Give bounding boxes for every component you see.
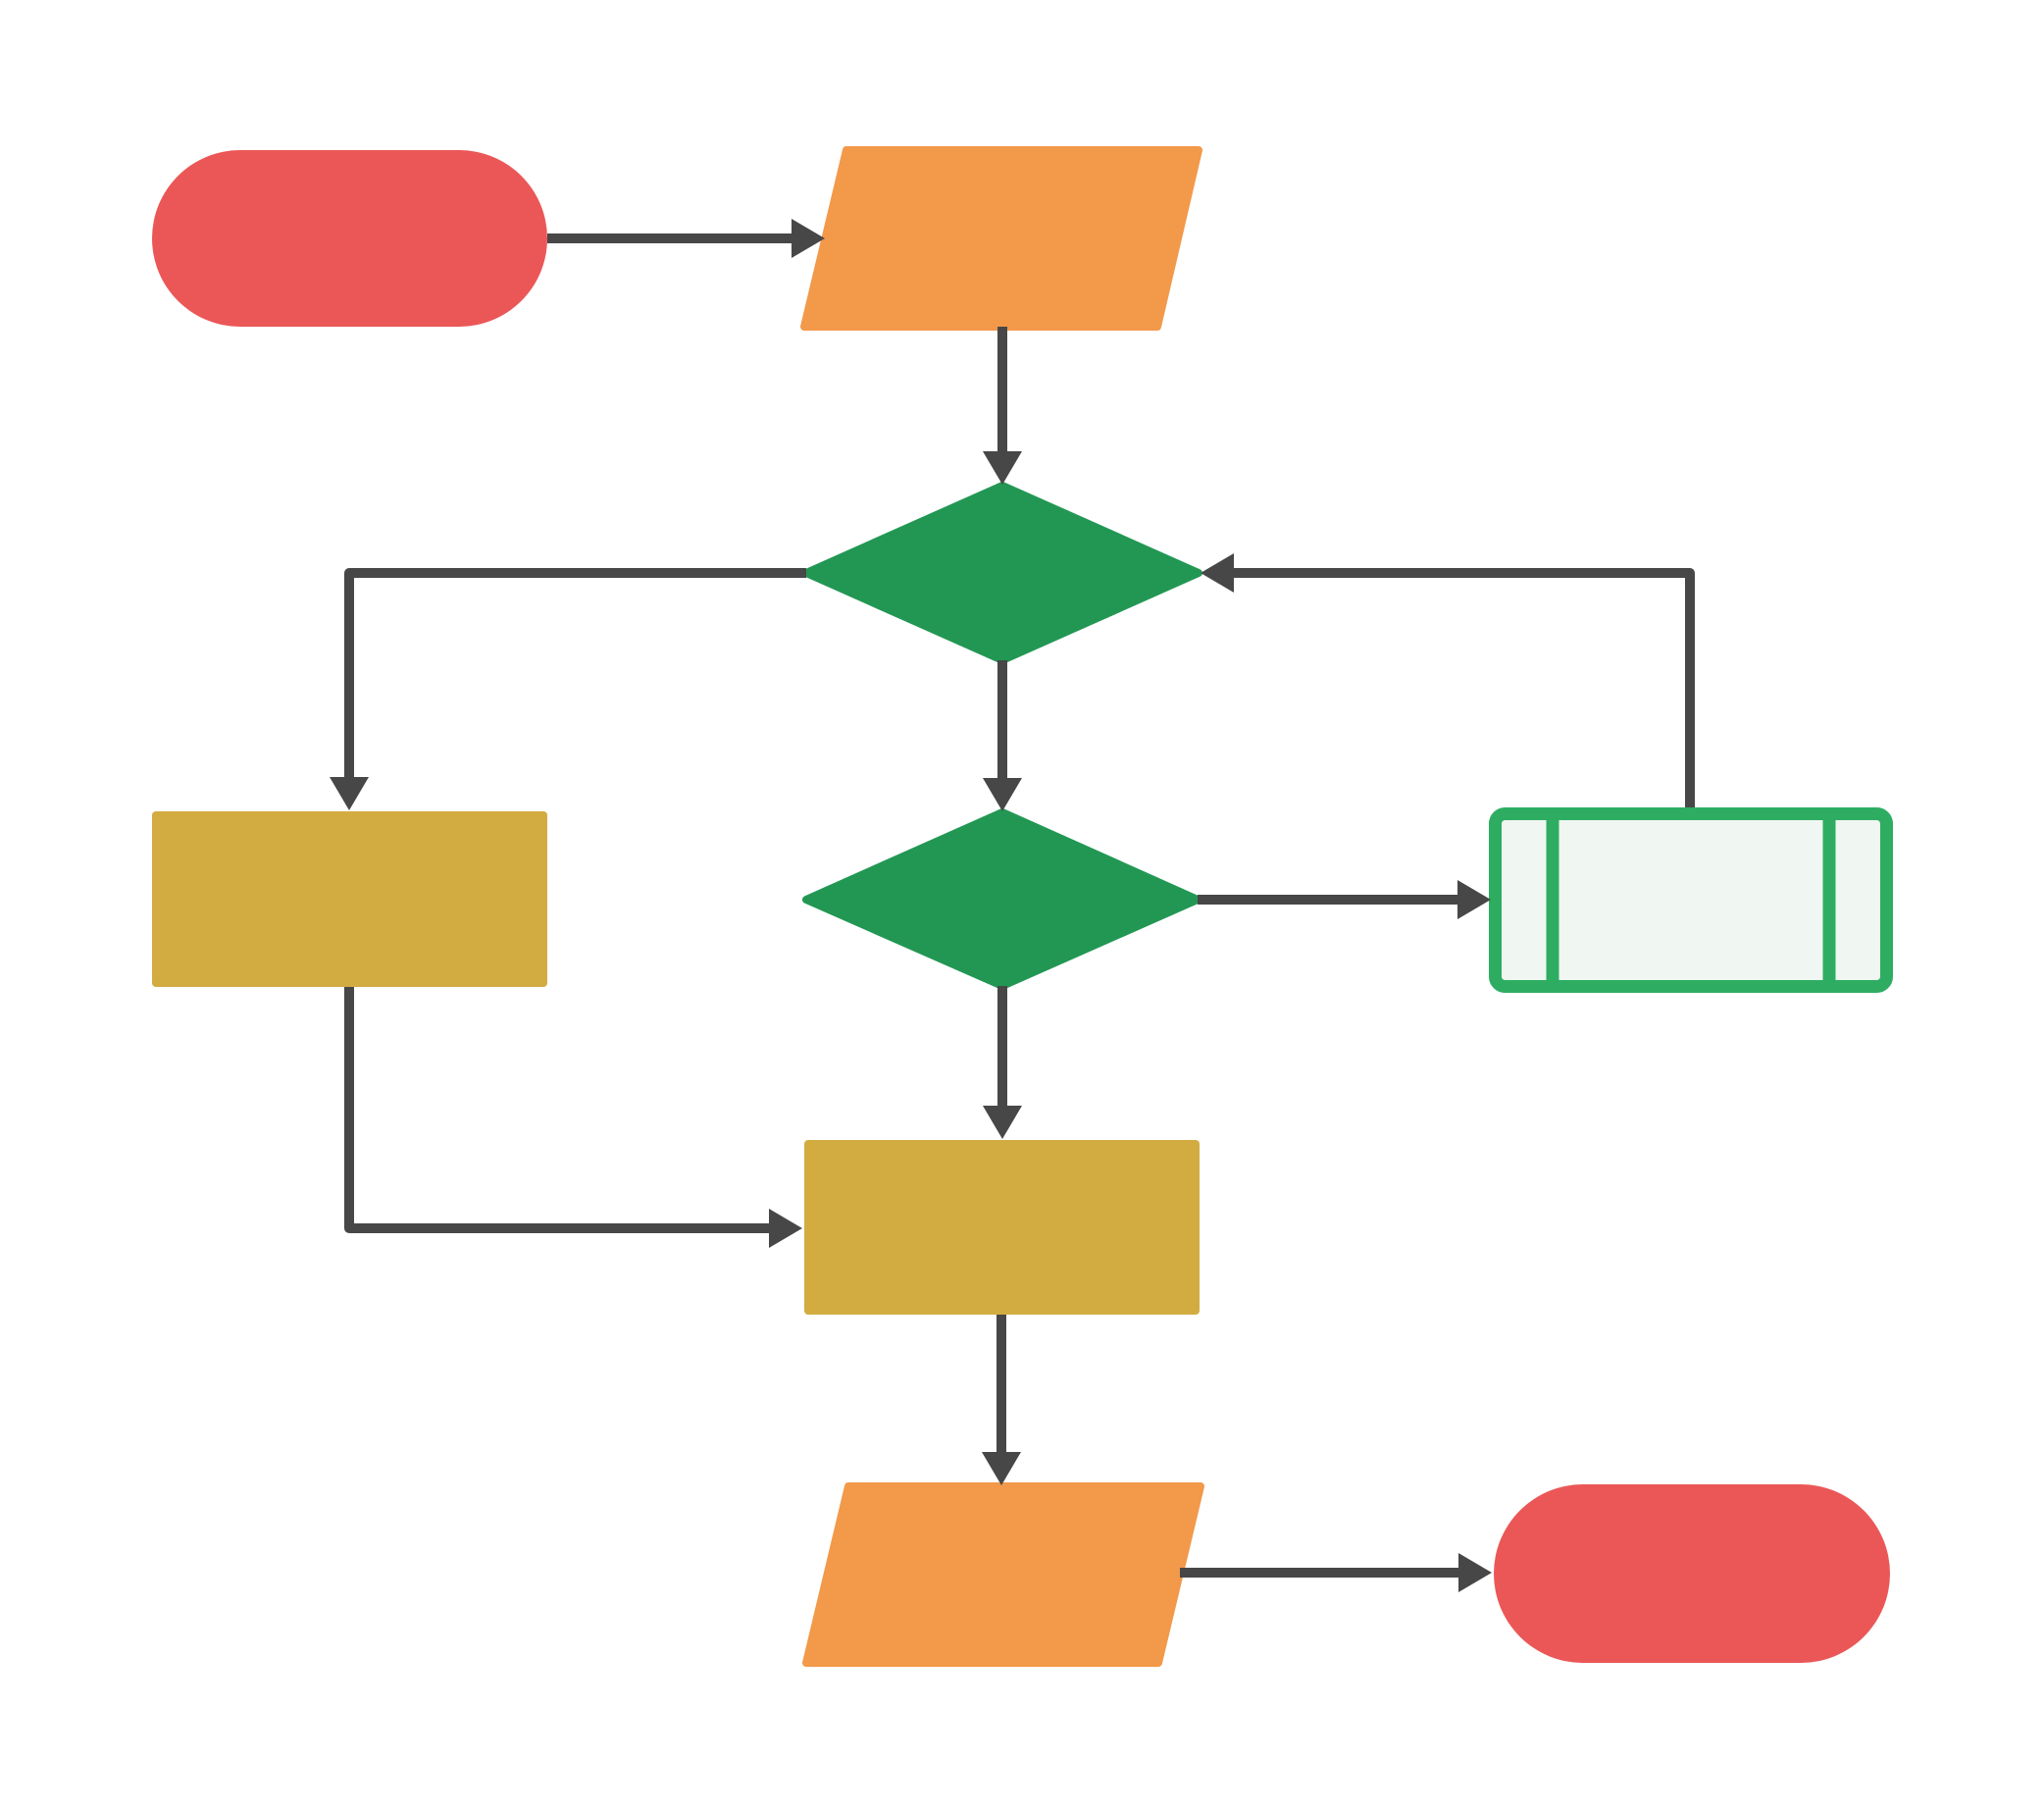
connector-decision1-to-process-left xyxy=(344,568,806,779)
arrowhead-output-to-end xyxy=(1458,1553,1492,1592)
start-terminator xyxy=(152,150,547,327)
arrowhead-subroutine-to-decision1 xyxy=(1201,553,1234,593)
arrowhead-process-center-to-output xyxy=(982,1452,1021,1485)
arrowhead-decision1-to-process-left xyxy=(330,777,369,810)
connector-subroutine-to-decision1 xyxy=(1232,568,1695,807)
arrowhead-decision2-to-subroutine xyxy=(1457,880,1491,919)
decision-2-diamond xyxy=(802,808,1201,990)
end-terminator xyxy=(1494,1484,1890,1663)
process-center-rect xyxy=(804,1140,1200,1315)
decision-1-diamond xyxy=(802,482,1202,664)
arrowhead-input-to-decision1 xyxy=(983,451,1022,485)
arrowhead-process-left-to-process-center xyxy=(769,1209,802,1248)
arrowhead-start-to-input xyxy=(792,219,825,258)
arrowhead-decision1-to-decision2 xyxy=(983,778,1022,811)
output-parallelogram xyxy=(802,1482,1204,1667)
arrowhead-decision2-to-process-center xyxy=(983,1106,1022,1139)
connector-process-left-to-process-center xyxy=(344,987,771,1233)
predefined-process-rect xyxy=(1489,807,1893,993)
input-parallelogram xyxy=(800,146,1202,331)
process-left-rect xyxy=(152,811,547,987)
